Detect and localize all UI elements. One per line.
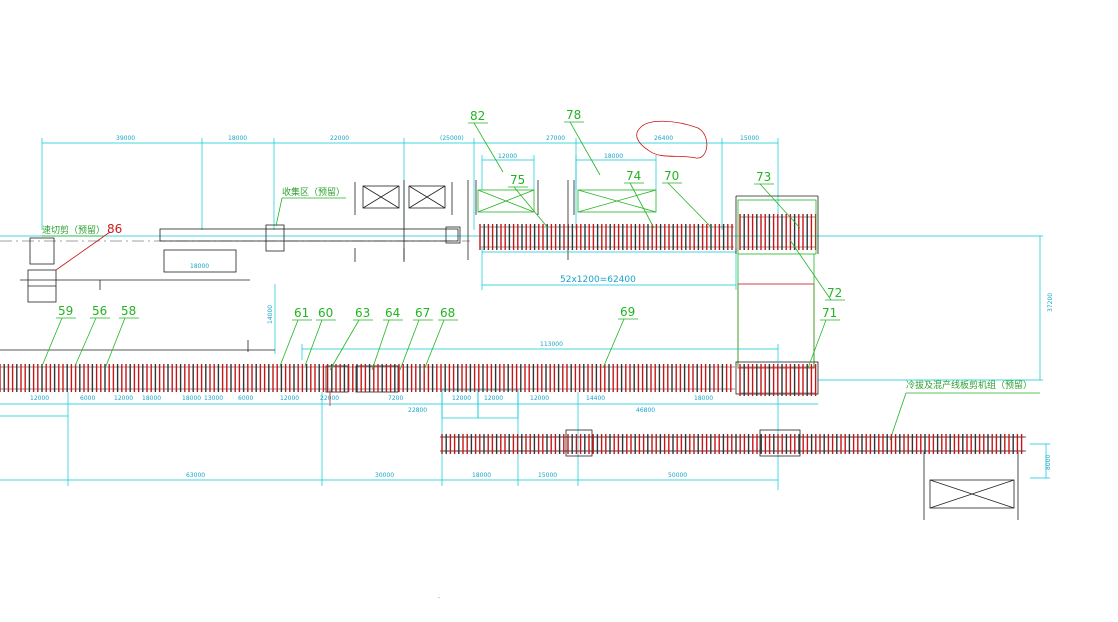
- dim-lower-0: 12000: [30, 395, 49, 402]
- dim-top-2: 22000: [330, 135, 349, 142]
- dim-inner-0: 12000: [498, 153, 517, 160]
- dim-top-6: 15000: [740, 135, 759, 142]
- item-label-63: 63: [355, 306, 370, 320]
- middle-roller-table: [0, 364, 817, 396]
- item-label-68: 68: [440, 306, 455, 320]
- dim-bottom-0: 63000: [186, 472, 205, 479]
- leader-74: [629, 182, 655, 229]
- upper-line: 18000 14000: [0, 180, 1043, 354]
- leader-72: [789, 239, 832, 301]
- lower-roller-table: [441, 434, 1024, 454]
- leader-75: [513, 186, 549, 229]
- leader-61: [279, 319, 299, 367]
- leader-71: [807, 319, 827, 369]
- dim-lower-9: 7200: [388, 395, 403, 402]
- dim-lower-10: 22800: [408, 407, 427, 414]
- bottom-dimension-texts: 63000 30000 18000 15000 50000: [186, 472, 687, 479]
- item-label-73: 73: [756, 170, 771, 184]
- item-label-61: 61: [294, 306, 309, 320]
- item-labels: 82 78 75 74 70 73 72 71 59 56 58 61 60 63 64 67 68 69: [58, 108, 842, 320]
- stray-dot: .: [438, 593, 440, 600]
- dim-bottom-1: 30000: [375, 472, 394, 479]
- dim-lower-5: 13000: [204, 395, 223, 402]
- leader-56: [74, 317, 97, 367]
- item-label-71: 71: [822, 306, 837, 320]
- upper-equipment: 52x1200=62400: [467, 180, 737, 290]
- note-crop-shear: 速切剪（预留）: [42, 224, 105, 236]
- item-label-60: 60: [318, 306, 333, 320]
- leader-67: [399, 319, 420, 371]
- transfer-area: 37200: [735, 195, 1054, 395]
- note-scrap-area: 收集区（预留）: [282, 186, 345, 198]
- dim-top-4: 27000: [546, 135, 565, 142]
- middle-line: 113000: [0, 341, 818, 490]
- note-cooling: 冷拔及混产线板剪机组（预留）: [906, 379, 1032, 391]
- dim-inner-1: 18000: [604, 153, 623, 160]
- dim-lower-13: 12000: [530, 395, 549, 402]
- dim-lower-8: 22000: [320, 395, 339, 402]
- dim-bottom-4: 50000: [668, 472, 687, 479]
- dim-lower-14: 14400: [586, 395, 605, 402]
- item-label-56: 56: [92, 304, 107, 318]
- item-label-78: 78: [566, 108, 581, 122]
- leader-58: [105, 317, 126, 367]
- dim-lower-7: 12000: [280, 395, 299, 402]
- leader-68: [423, 319, 445, 371]
- revision-cloud: [636, 120, 708, 159]
- leader-60: [304, 319, 323, 367]
- item-label-70: 70: [664, 169, 679, 183]
- dim-lower-16: 18000: [694, 395, 713, 402]
- dim-lower-1: 6000: [80, 395, 95, 402]
- dim-box-text: 18000: [190, 263, 209, 270]
- dim-mid-span: 113000: [540, 341, 563, 348]
- leader-70: [667, 182, 713, 229]
- top-dimension-chain: [41, 138, 779, 230]
- leader-69: [602, 318, 625, 369]
- item-label-69: 69: [620, 305, 635, 319]
- dim-lower-12: 12000: [484, 395, 503, 402]
- leader-78: [569, 121, 601, 176]
- leader-lines: [41, 121, 845, 371]
- leader-73: [759, 183, 801, 229]
- item-label-75: 75: [510, 173, 525, 187]
- dim-span-text: 52x1200=62400: [560, 275, 636, 285]
- item-label-82: 82: [470, 109, 485, 123]
- item-label-67: 67: [415, 306, 430, 320]
- leader-82: [473, 122, 504, 173]
- dim-top-1: 18000: [228, 135, 247, 142]
- item-label-59: 59: [58, 304, 73, 318]
- label-86: 86: [107, 222, 122, 236]
- dim-bottom-3: 15000: [538, 472, 557, 479]
- dim-top-0: 39000: [116, 135, 135, 142]
- leader-64: [371, 319, 390, 371]
- leader-59: [41, 317, 63, 367]
- dim-top-5: 26400: [654, 135, 673, 142]
- dim-top-3: (25000): [440, 135, 464, 142]
- dim-vertical-right: 37200: [1047, 293, 1054, 312]
- dim-lower-6: 6000: [238, 395, 253, 402]
- lower-line: 8000: [440, 392, 1052, 520]
- top-dimension-texts: 39000 18000 22000 (25000) 27000 26400 15…: [116, 135, 759, 160]
- dim-lower-4: 18000: [182, 395, 201, 402]
- leader-63: [329, 319, 360, 371]
- item-label-72: 72: [827, 286, 842, 300]
- item-label-64: 64: [385, 306, 400, 320]
- dim-bottom-2: 18000: [472, 472, 491, 479]
- dim-right-small: 8000: [1045, 455, 1052, 470]
- dim-lower-11: 12000: [452, 395, 471, 402]
- dim-lower-2: 12000: [114, 395, 133, 402]
- dim-vertical-mid: 14000: [267, 305, 274, 324]
- upper-roller-table: [479, 214, 817, 250]
- dim-lower-3: 18000: [142, 395, 161, 402]
- notes: 速切剪（预留） 86 收集区（预留） 冷拔及混产线板剪机组（预留）: [42, 186, 1032, 391]
- item-label-74: 74: [626, 169, 641, 183]
- dim-lower-15: 46800: [636, 407, 655, 414]
- item-label-58: 58: [121, 304, 136, 318]
